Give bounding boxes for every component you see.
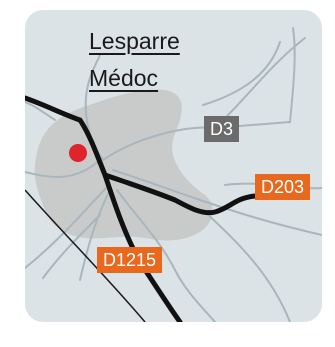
secondary-road <box>25 189 146 322</box>
road-label-d3[interactable]: D3 <box>204 116 240 142</box>
road-label-d203[interactable]: D203 <box>255 174 311 200</box>
town-name-line1: Lesparre <box>89 28 180 54</box>
road-label-d1215[interactable]: D1215 <box>97 247 163 273</box>
location-dot-icon[interactable] <box>69 144 87 162</box>
town-name-line2: Médoc <box>89 65 159 91</box>
road-d1215 <box>25 95 183 322</box>
urban-area <box>34 89 213 241</box>
minor-roads <box>25 27 322 322</box>
map-panel[interactable]: Lesparre Médoc D3 D203 D1215 <box>25 10 322 322</box>
map-canvas <box>25 27 322 322</box>
